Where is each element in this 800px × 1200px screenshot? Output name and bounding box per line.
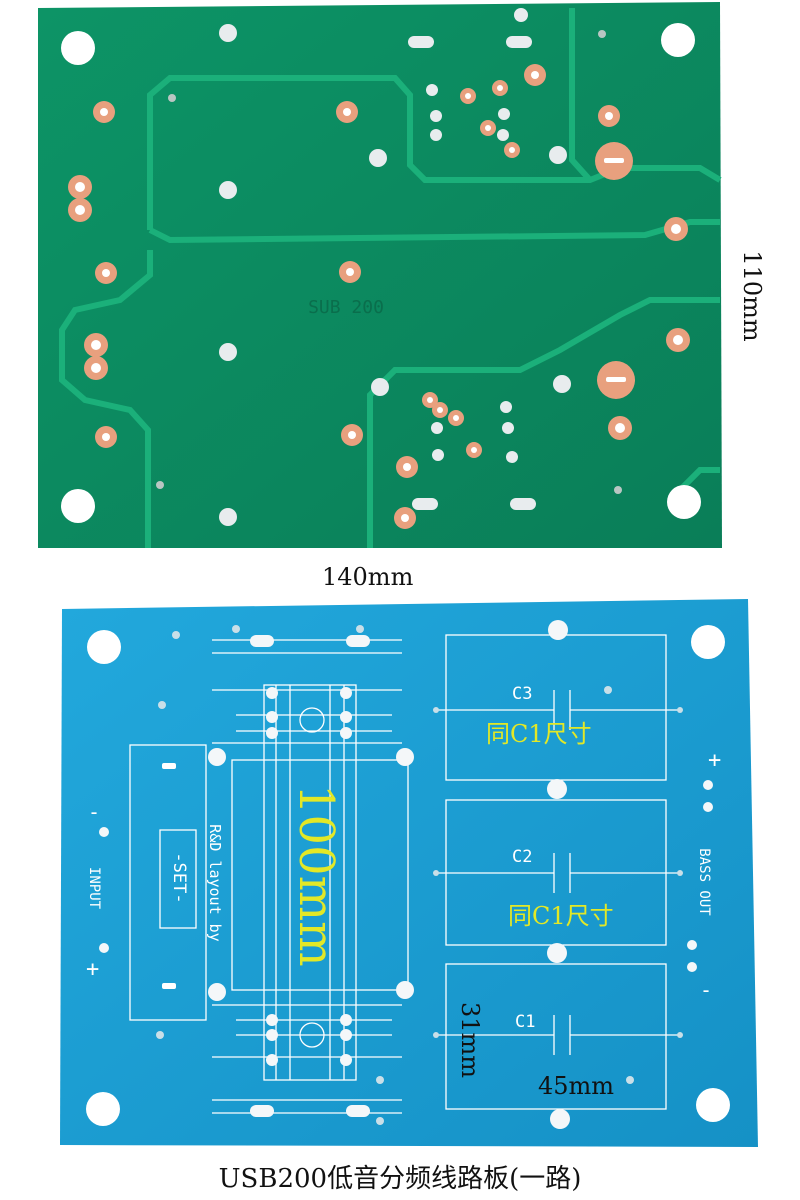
sub200-silkscreen: SUB 200 xyxy=(308,297,384,318)
output-minus-sign: - xyxy=(700,978,713,1002)
blue-small-vias xyxy=(156,625,683,1125)
height-dimension-label: 110mm xyxy=(738,250,766,342)
blue-board-body xyxy=(60,599,758,1147)
output-plus-sign: + xyxy=(708,748,722,773)
width-dimension-label: 140mm xyxy=(322,563,414,591)
input-plus-sign: + xyxy=(86,957,100,982)
inductor-dimension-label: 100mm xyxy=(288,784,344,967)
blue-plated-holes xyxy=(99,620,713,1129)
green-board-body xyxy=(38,2,722,548)
blue-silkscreen-lines xyxy=(129,634,680,1114)
blue-mounting-holes xyxy=(86,625,730,1126)
layout-credit-label: R&D layout by xyxy=(206,824,224,942)
cap-height-label: 31mm xyxy=(456,1001,484,1079)
cap-c1-ref: C1 xyxy=(515,1012,536,1032)
green-copper-pads xyxy=(68,64,690,529)
cap-c3-note: 同C1尺寸 xyxy=(486,720,592,748)
product-caption: USB200低音分频线路板(一路) xyxy=(218,1164,582,1194)
green-plated-holes xyxy=(219,8,571,526)
cap-width-label: 45mm xyxy=(538,1072,615,1100)
input-label: INPUT xyxy=(86,866,102,910)
green-mounting-holes xyxy=(61,23,701,523)
cap-c2-note: 同C1尺寸 xyxy=(508,902,614,930)
set-label: -SET- xyxy=(169,852,189,904)
bass-out-label: BASS OUT xyxy=(696,848,712,916)
input-minus-sign: - xyxy=(88,800,101,824)
green-pcb-photo: SUB 200 xyxy=(38,2,722,548)
blue-pcb-photo xyxy=(60,599,758,1147)
cap-c3-ref: C3 xyxy=(512,684,533,704)
set-resistor-pads xyxy=(162,763,176,989)
green-small-vias xyxy=(156,30,622,494)
cap-c2-ref: C2 xyxy=(512,847,533,867)
